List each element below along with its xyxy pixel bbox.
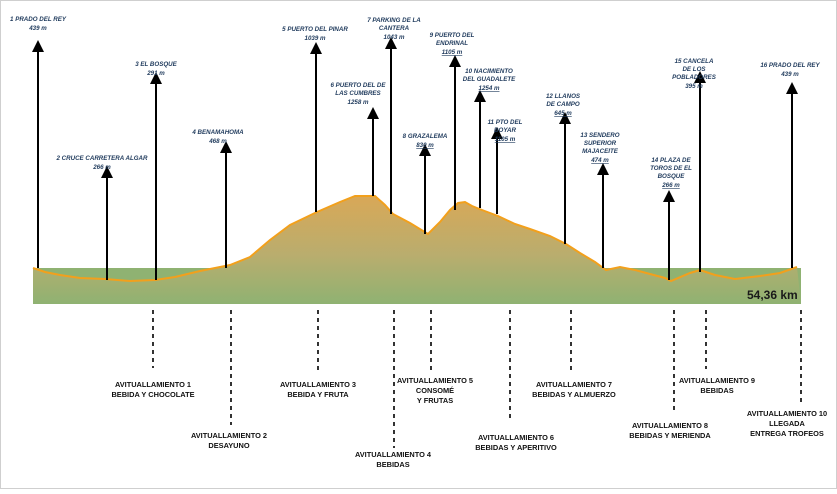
aid-station-label: BEBIDAS Y MERIENDA [629, 431, 711, 440]
waypoint-altitude: 1105 m [495, 136, 516, 143]
aid-station-label: BEBIDAS Y APERITIVO [475, 443, 557, 452]
waypoint-altitude: 395 m [685, 83, 703, 90]
waypoint-name: DE LOS [682, 66, 706, 73]
waypoint-4: 4 BENAMAHOMA 468 m [191, 129, 244, 268]
waypoint-altitude: 1039 m [305, 35, 326, 42]
waypoint-altitude: 266 m [661, 182, 680, 189]
waypoints-layer: 1 PRADO DEL REY 439 m 2 CRUCE CARRETERA AL… [10, 16, 821, 280]
waypoint-name: 3 EL BOSQUE [135, 61, 177, 68]
waypoint-name: BOSQUE [658, 173, 686, 180]
aid-station-label: AVITUALLAMIENTO 1 [115, 380, 191, 389]
elevation-line [32, 195, 798, 283]
waypoint-3: 3 EL BOSQUE 291 m [135, 61, 178, 280]
waypoint-name: TOROS DE EL [650, 165, 692, 172]
waypoint-name: 6 PUERTO DEL DE [330, 82, 386, 89]
waypoint-name: 2 CRUCE CARRETERA ALGAR [56, 155, 149, 162]
waypoint-name: DE CAMPO [546, 101, 580, 108]
waypoint-name: BOYAR [494, 127, 516, 134]
waypoint-1: 1 PRADO DEL REY 439 m [10, 16, 67, 268]
aid-station-label: ENTREGA TROFEOS [750, 429, 824, 438]
total-distance-label: 54,36 km [747, 288, 798, 302]
aid-station-label: CONSOMÉ [416, 386, 454, 395]
waypoint-5: 5 PUERTO DEL PINAR 1039 m [282, 26, 348, 212]
waypoint-altitude: 1258 m [348, 99, 369, 106]
waypoint-altitude: 468 m [208, 138, 227, 145]
waypoint-name: SUPERIOR [584, 140, 617, 147]
aid-station-label: AVITUALLAMIENTO 10 [747, 409, 827, 418]
waypoint-altitude: 1105 m [442, 49, 463, 56]
mountain-fill [33, 196, 801, 304]
waypoint-name: 8 GRAZALEMA [403, 133, 448, 140]
waypoint-16: 16 PRADO DEL REY 439 m [760, 62, 821, 268]
aid-station-label: Y FRUTAS [417, 396, 453, 405]
waypoint-name: CANTERA [379, 25, 410, 32]
aid-station-label: AVITUALLAMIENTO 7 [536, 380, 612, 389]
aid-station-label: AVITUALLAMIENTO 6 [478, 433, 554, 442]
aid-station-label: LLEGADA [769, 419, 805, 428]
waypoint-name: 9 PUERTO DEL [430, 32, 475, 39]
aid-station-label: AVITUALLAMIENTO 5 [397, 376, 473, 385]
waypoint-name: POBLADORES [672, 74, 717, 81]
waypoint-name: 10 NACIMIENTO [465, 68, 513, 75]
waypoint-2: 2 CRUCE CARRETERA ALGAR 266 m [56, 155, 149, 280]
aid-station-label: DESAYUNO [208, 441, 249, 450]
waypoint-altitude: 266 m [92, 164, 111, 171]
waypoint-8: 8 GRAZALEMA 830 m [403, 133, 448, 234]
waypoint-name: MAJACEITE [582, 148, 619, 155]
aid-station-label: BEBIDAS Y ALMUERZO [532, 390, 616, 399]
aid-station-label: AVITUALLAMIENTO 4 [355, 450, 432, 459]
waypoint-name: 16 PRADO DEL REY [760, 62, 820, 69]
aid-station-label: BEBIDA Y FRUTA [287, 390, 349, 399]
waypoint-altitude: 645 m [554, 110, 572, 117]
aid-station-label: BEBIDA Y CHOCOLATE [111, 390, 194, 399]
waypoint-name: LAS CUMBRES [335, 90, 381, 97]
waypoint-altitude: 291 m [146, 70, 165, 77]
waypoint-name: 7 PARKING DE LA [367, 17, 421, 24]
aid-station-label: AVITUALLAMIENTO 2 [191, 431, 267, 440]
waypoint-name: 4 BENAMAHOMA [191, 129, 244, 136]
waypoint-name: 13 SENDERO [580, 132, 619, 139]
aid-station-label: AVITUALLAMIENTO 9 [679, 376, 755, 385]
waypoint-name: 15 CANCELA [675, 58, 714, 65]
aid-station-label: BEBIDAS [700, 386, 733, 395]
waypoint-altitude: 439 m [780, 71, 799, 78]
waypoint-altitude: 1254 m [479, 85, 500, 92]
waypoint-name: ENDRINAL [436, 40, 468, 47]
waypoint-name: 11 PTO DEL [488, 119, 523, 126]
waypoint-name: 5 PUERTO DEL PINAR [282, 26, 348, 33]
waypoint-altitude: 474 m [590, 157, 609, 164]
waypoint-altitude: 439 m [28, 25, 47, 32]
waypoint-name: 12 LLANOS [546, 93, 581, 100]
waypoint-name: 1 PRADO DEL REY [10, 16, 67, 23]
aid-station-label: BEBIDAS [376, 460, 409, 469]
waypoint-name: 14 PLAZA DE [651, 157, 691, 164]
waypoint-altitude: 830 m [416, 142, 434, 149]
aid-station-label: AVITUALLAMIENTO 3 [280, 380, 356, 389]
aid-station-label: AVITUALLAMIENTO 8 [632, 421, 708, 430]
waypoint-altitude: 1043 m [384, 34, 405, 41]
waypoint-name: DEL GUADALETE [463, 76, 516, 83]
